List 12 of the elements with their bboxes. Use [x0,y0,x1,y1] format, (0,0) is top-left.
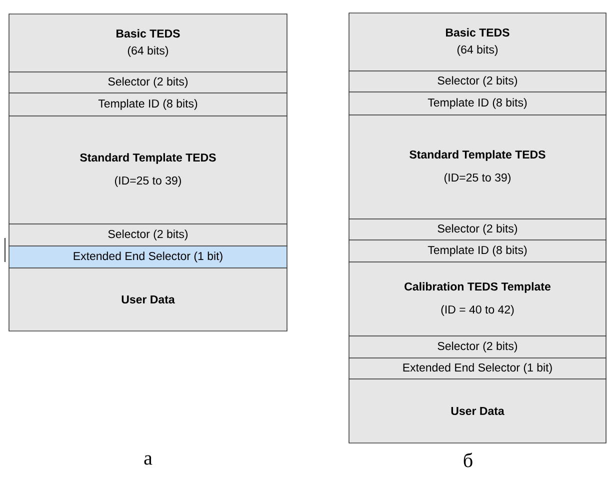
data-field-box: Extended End Selector (1 bit) [8,246,288,268]
data-field-box: Selector (2 bits) [8,224,288,246]
panel-label: а [144,455,152,465]
data-field-box: Selector (2 bits) [348,336,606,358]
data-field-box: User Data [8,268,288,332]
data-field-box: Extended End Selector (1 bit) [348,358,606,380]
data-field-box: Selector (2 bits) [348,70,606,92]
data-field-box: Template ID (8 bits) [8,92,288,116]
data-field-box: Selector (2 bits) [348,218,606,240]
data-field-box: Template ID (8 bits) [348,92,606,116]
data-field-box: Selector (2 bits) [8,72,288,94]
data-field-box: Template ID (8 bits) [348,240,606,262]
